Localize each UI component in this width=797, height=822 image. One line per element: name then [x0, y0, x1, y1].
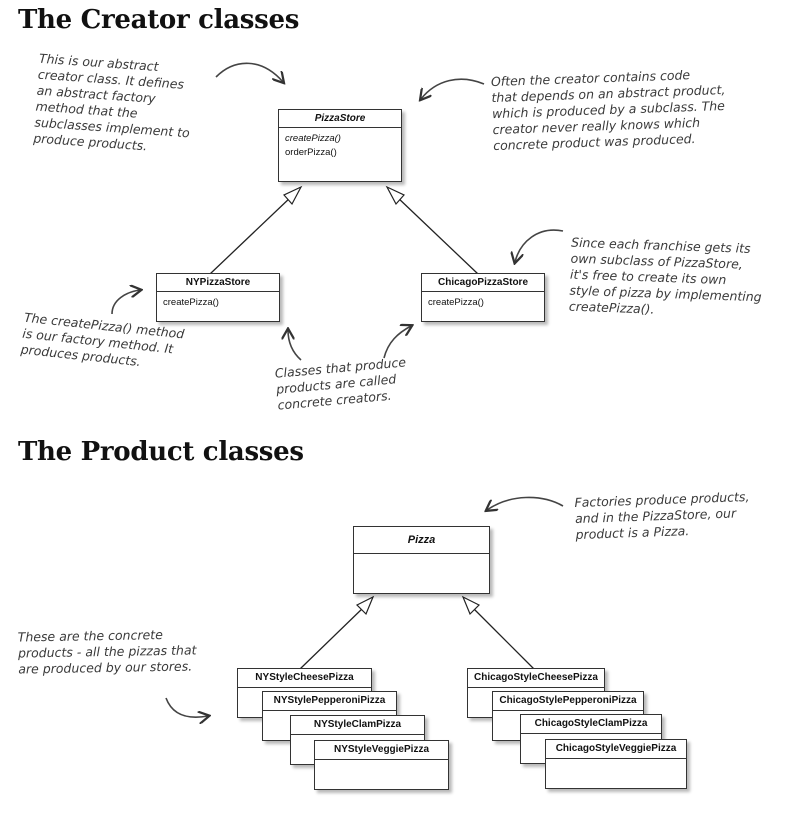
product-classes-heading: The Product classes	[18, 437, 304, 467]
nypizzastore-class: NYPizzaStore createPizza()	[156, 273, 280, 322]
note-abstract-creator: This is our abstract creator class. It d…	[32, 50, 191, 154]
method-orderpizza: orderPizza()	[285, 147, 337, 158]
callout-arrow-creator-code	[421, 78, 485, 99]
class-name: NYStyleCheesePizza	[238, 669, 371, 688]
method-createpizza: createPizza()	[163, 297, 219, 308]
inheritance-line-chicago-pizza	[470, 605, 535, 670]
class-name: NYStylePepperoniPizza	[263, 692, 396, 711]
callout-arrow-abstract-creator	[215, 62, 283, 82]
class-methods: createPizza()	[422, 292, 544, 314]
class-methods: createPizza() orderPizza()	[279, 128, 401, 164]
callout-arrow-franchise	[515, 229, 564, 262]
pizzastore-class: PizzaStore createPizza() orderPizza()	[278, 109, 402, 182]
inheritance-line-chicago-store	[395, 195, 479, 275]
callout-arrow-concrete-creator-right	[383, 326, 411, 359]
callout-arrow-concrete-creator-left	[288, 330, 302, 361]
class-name: PizzaStore	[279, 110, 401, 128]
callout-arrow-factory-method	[111, 290, 140, 315]
class-name: ChicagoStyleClamPizza	[521, 715, 661, 734]
callout-arrow-factories	[487, 496, 564, 510]
note-franchise: Since each franchise gets its own subcla…	[568, 234, 762, 317]
chicago-veggie-pizza-class: ChicagoStyleVeggiePizza	[545, 739, 687, 789]
class-name: NYStyleClamPizza	[291, 716, 424, 735]
class-name: NYStyleVeggiePizza	[315, 741, 448, 760]
inheritance-line-ny-pizza	[299, 605, 366, 670]
class-name: Pizza	[354, 527, 489, 554]
note-concrete-products: These are the concrete products - all th…	[17, 627, 197, 677]
callout-arrow-concrete-products	[165, 697, 208, 717]
note-factories: Factories produce products, and in the P…	[574, 488, 750, 543]
inheritance-arrowhead-chicago-pizza	[461, 595, 481, 616]
class-name: NYPizzaStore	[157, 274, 279, 292]
inheritance-arrowhead-chicago-store	[385, 185, 405, 206]
inheritance-arrowhead-ny-store	[283, 185, 303, 206]
ny-veggie-pizza-class: NYStyleVeggiePizza	[314, 740, 449, 790]
chicagopizzastore-class: ChicagoPizzaStore createPizza()	[421, 273, 545, 322]
class-name: ChicagoStyleVeggiePizza	[546, 740, 686, 759]
method-createpizza: createPizza()	[285, 133, 341, 144]
method-createpizza: createPizza()	[428, 297, 484, 308]
note-creator-code: Often the creator contains code that dep…	[490, 67, 726, 154]
class-name: ChicagoStylePepperoniPizza	[493, 692, 643, 711]
inheritance-arrowhead-ny-pizza	[355, 595, 375, 616]
class-name: ChicagoStyleCheesePizza	[468, 669, 604, 688]
pizza-class: Pizza	[353, 526, 490, 594]
class-methods: createPizza()	[157, 292, 279, 314]
class-name: ChicagoPizzaStore	[422, 274, 544, 292]
inheritance-line-ny-store	[209, 195, 293, 275]
creator-classes-heading: The Creator classes	[18, 5, 300, 35]
